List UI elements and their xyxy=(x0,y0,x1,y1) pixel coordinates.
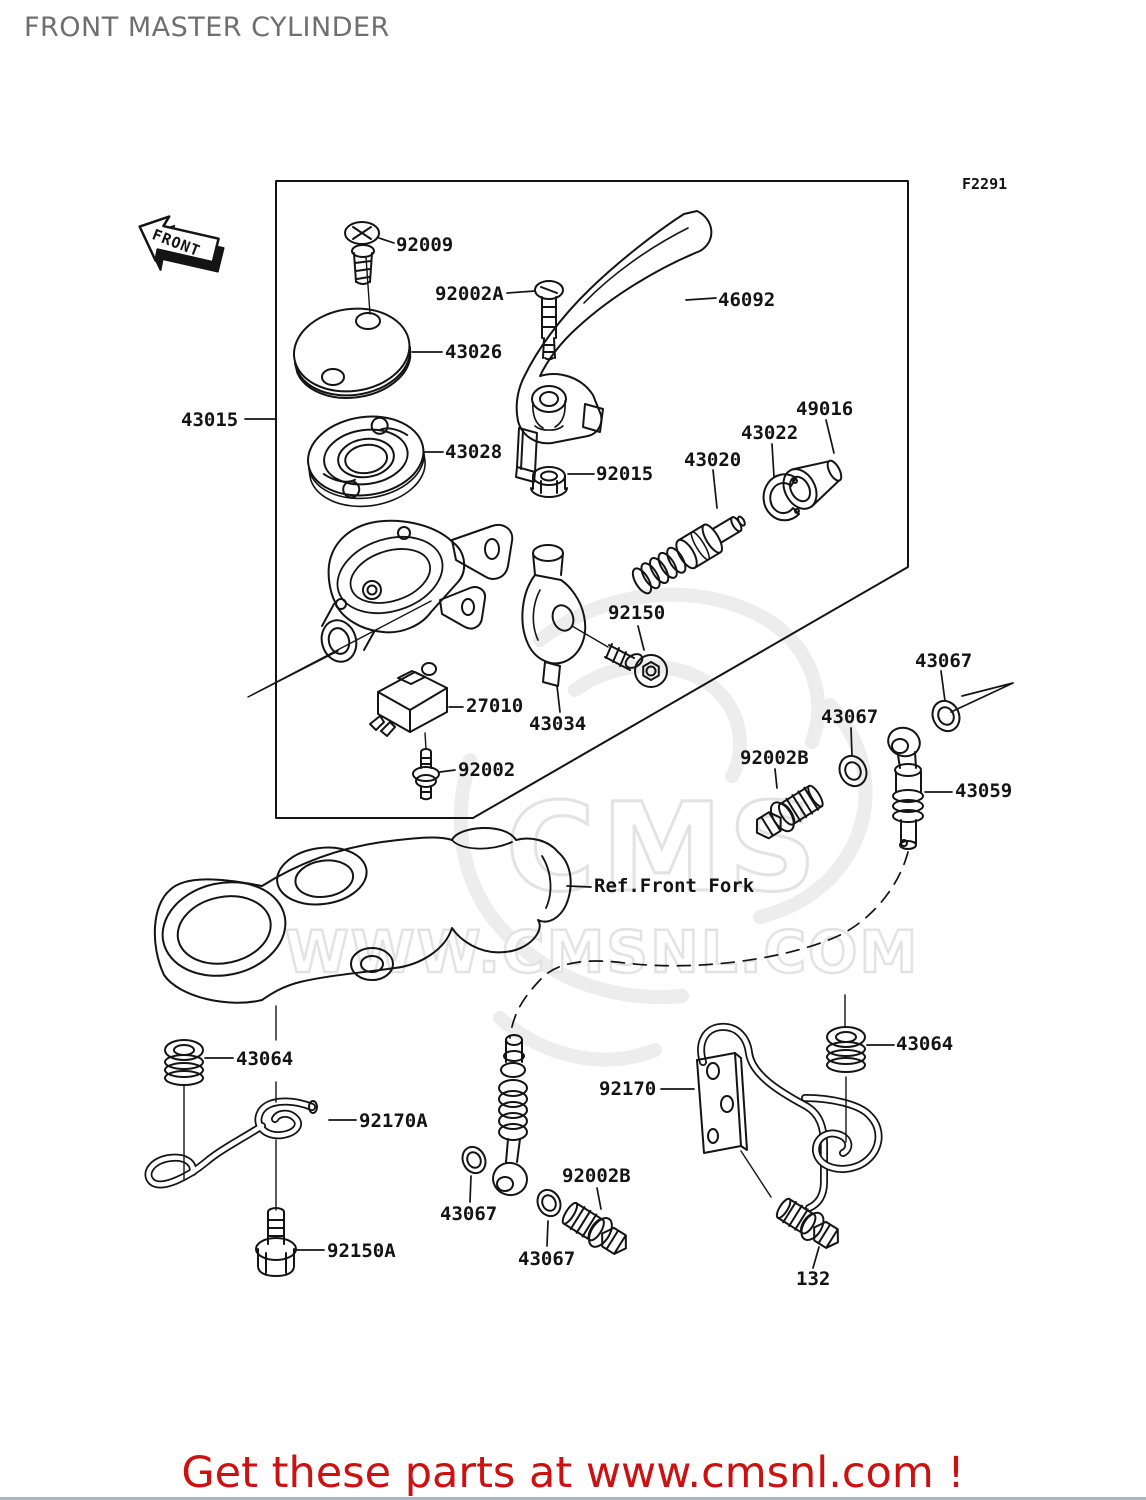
part-label-43064[interactable]: 43064 xyxy=(896,1033,954,1055)
part-label-92150[interactable]: 92150 xyxy=(608,602,666,624)
part-label-92002B[interactable]: 92002B xyxy=(740,747,809,769)
bottom-border xyxy=(0,1497,1146,1500)
part-label-92015[interactable]: 92015 xyxy=(596,463,654,485)
page-title: FRONT MASTER CYLINDER xyxy=(24,12,390,43)
figure-code: F2291 xyxy=(962,175,1008,193)
part-43067-washer xyxy=(461,1145,487,1175)
part-92015-nut xyxy=(530,466,568,498)
ref-front-fork-triple-clamp xyxy=(153,827,572,1004)
part-92009-screw xyxy=(344,221,380,285)
part-43067-washer xyxy=(838,754,868,788)
front-direction-arrow: FRONT xyxy=(138,215,225,273)
part-label-43067[interactable]: 43067 xyxy=(821,706,879,728)
part-92150-bolt xyxy=(604,643,668,688)
part-92002A-screw xyxy=(534,280,564,361)
part-label-43028[interactable]: 43028 xyxy=(445,441,503,463)
assembly-outline-box xyxy=(275,180,909,819)
part-43067-washer xyxy=(536,1188,562,1218)
part-label-27010[interactable]: 27010 xyxy=(466,695,524,717)
master-cylinder-body xyxy=(320,519,514,663)
part-43020-piston-assembly xyxy=(631,515,746,595)
part-label-92009[interactable]: 92009 xyxy=(396,234,454,256)
part-43034-clamp xyxy=(521,544,587,687)
part-label-92002A[interactable]: 92002A xyxy=(435,283,504,305)
part-92150A-bolt xyxy=(255,1207,297,1277)
part-label-92170[interactable]: 92170 xyxy=(599,1078,657,1100)
part-label-43020[interactable]: 43020 xyxy=(684,449,742,471)
part-label-132[interactable]: 132 xyxy=(796,1268,831,1290)
lower-brake-hose xyxy=(492,1034,528,1197)
part-label-43022[interactable]: 43022 xyxy=(741,422,799,444)
part-label-92002B[interactable]: 92002B xyxy=(562,1165,631,1187)
part-label-43067[interactable]: 43067 xyxy=(915,650,973,672)
watermark-cms-text: CMS xyxy=(506,777,823,919)
watermark-crest xyxy=(453,587,873,1067)
part-label-43067[interactable]: 43067 xyxy=(518,1248,576,1270)
part-132-bolt xyxy=(775,1197,839,1249)
part-label-46092[interactable]: 46092 xyxy=(718,289,776,311)
part-46092-brake-lever xyxy=(515,210,713,483)
part-label-49016[interactable]: 49016 xyxy=(796,398,854,420)
watermark-url-text: WWW.CMSNL.COM xyxy=(285,918,919,986)
part-label-43015[interactable]: 43015 xyxy=(181,409,239,431)
part-label-43034[interactable]: 43034 xyxy=(529,713,587,735)
part-92002-screw xyxy=(412,748,440,801)
part-43026-cap xyxy=(293,307,412,399)
part-label-92170A[interactable]: 92170A xyxy=(359,1110,428,1132)
part-27010-switch xyxy=(369,662,448,737)
part-92170-bracket xyxy=(696,1022,828,1212)
footer-promo-text: Get these parts at www.cmsnl.com ! xyxy=(181,1448,965,1498)
part-label-43067[interactable]: 43067 xyxy=(440,1203,498,1225)
right-hook-wire xyxy=(801,1094,883,1173)
part-43022-circlip xyxy=(762,473,800,522)
part-label-92002[interactable]: 92002 xyxy=(458,759,516,781)
part-43028-plate xyxy=(307,415,426,508)
part-92170A-wire-clamp xyxy=(144,1097,318,1189)
part-92002B-bolt xyxy=(755,784,824,840)
part-43064-grommet xyxy=(826,1026,866,1073)
part-92002B-bolt xyxy=(561,1201,627,1255)
part-43059-hose-fitting xyxy=(887,726,924,850)
part-43067-washer xyxy=(931,699,961,733)
part-label-43026[interactable]: 43026 xyxy=(445,341,503,363)
leader-lines xyxy=(183,237,1014,1269)
ref-front-fork-label: Ref.Front Fork xyxy=(594,875,755,897)
part-43064-grommet xyxy=(164,1039,204,1086)
part-label-43064[interactable]: 43064 xyxy=(236,1048,294,1070)
part-49016-boot xyxy=(782,459,843,510)
part-label-92150A[interactable]: 92150A xyxy=(327,1240,396,1262)
hose-routing-dashed xyxy=(509,851,909,1039)
part-label-43059[interactable]: 43059 xyxy=(955,780,1013,802)
